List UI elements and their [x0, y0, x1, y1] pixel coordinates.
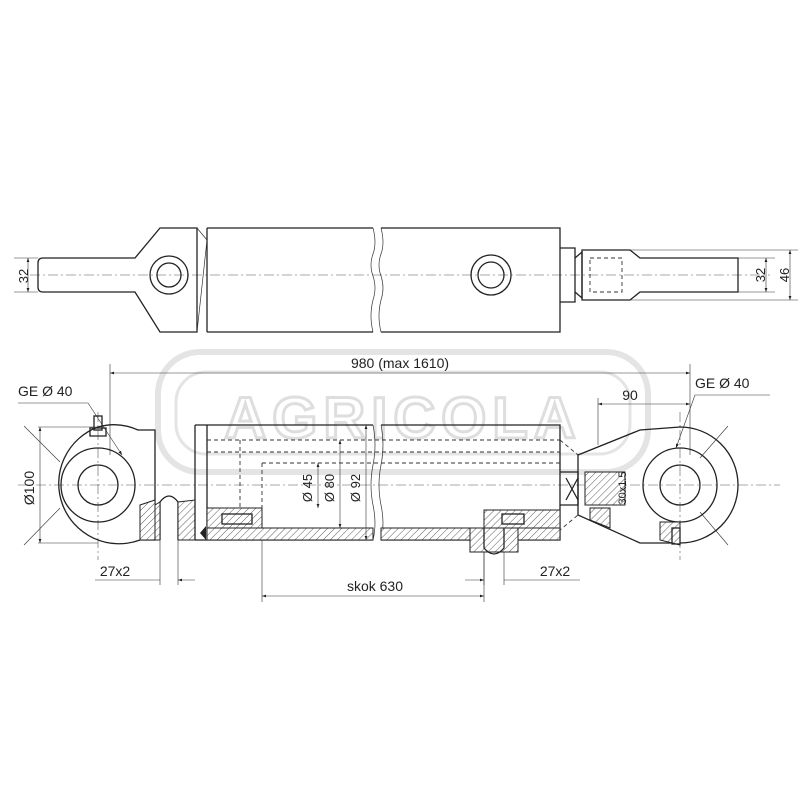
left-bearing-label: GE Ø 40	[18, 383, 73, 399]
tube-diameter-label: Ø 92	[348, 474, 363, 502]
top-view: 32 32 46	[14, 227, 798, 333]
watermark: AGRICOLA	[155, 349, 651, 475]
dim-right-32: 32	[738, 257, 775, 293]
dim-left-32: 32	[14, 257, 38, 293]
bore-diameter-label: Ø 80	[322, 474, 337, 502]
left-pin-hole	[149, 255, 189, 295]
right-port-label: 27x2	[540, 563, 571, 579]
dim-right-46: 46	[630, 249, 798, 301]
thread-label: 30x1.5	[617, 471, 629, 504]
left-port	[154, 495, 196, 541]
right-bearing-label: GE Ø 40	[695, 375, 750, 391]
watermark-text: AGRICOLA	[224, 386, 581, 451]
left-eye	[58, 415, 156, 545]
dim-90-label: 90	[622, 387, 638, 403]
left-port-label: 27x2	[100, 563, 131, 579]
overall-length-label: 980 (max 1610)	[351, 355, 449, 371]
svg-text:46: 46	[777, 268, 792, 282]
right-eye	[577, 426, 739, 546]
eye-diameter-label: Ø100	[21, 471, 37, 505]
section-view: 980 (max 1610) 90 GE Ø 40 GE Ø 40	[18, 355, 780, 602]
rod-diameter-label: Ø 45	[300, 474, 315, 502]
diameter-callouts: Ø 45 Ø 80 Ø 92	[300, 425, 368, 540]
svg-text:32: 32	[16, 269, 31, 283]
right-port-hole	[470, 254, 512, 296]
stroke-label: skok 630	[347, 578, 403, 594]
svg-text:32: 32	[753, 268, 768, 282]
rod-gland	[469, 439, 579, 555]
